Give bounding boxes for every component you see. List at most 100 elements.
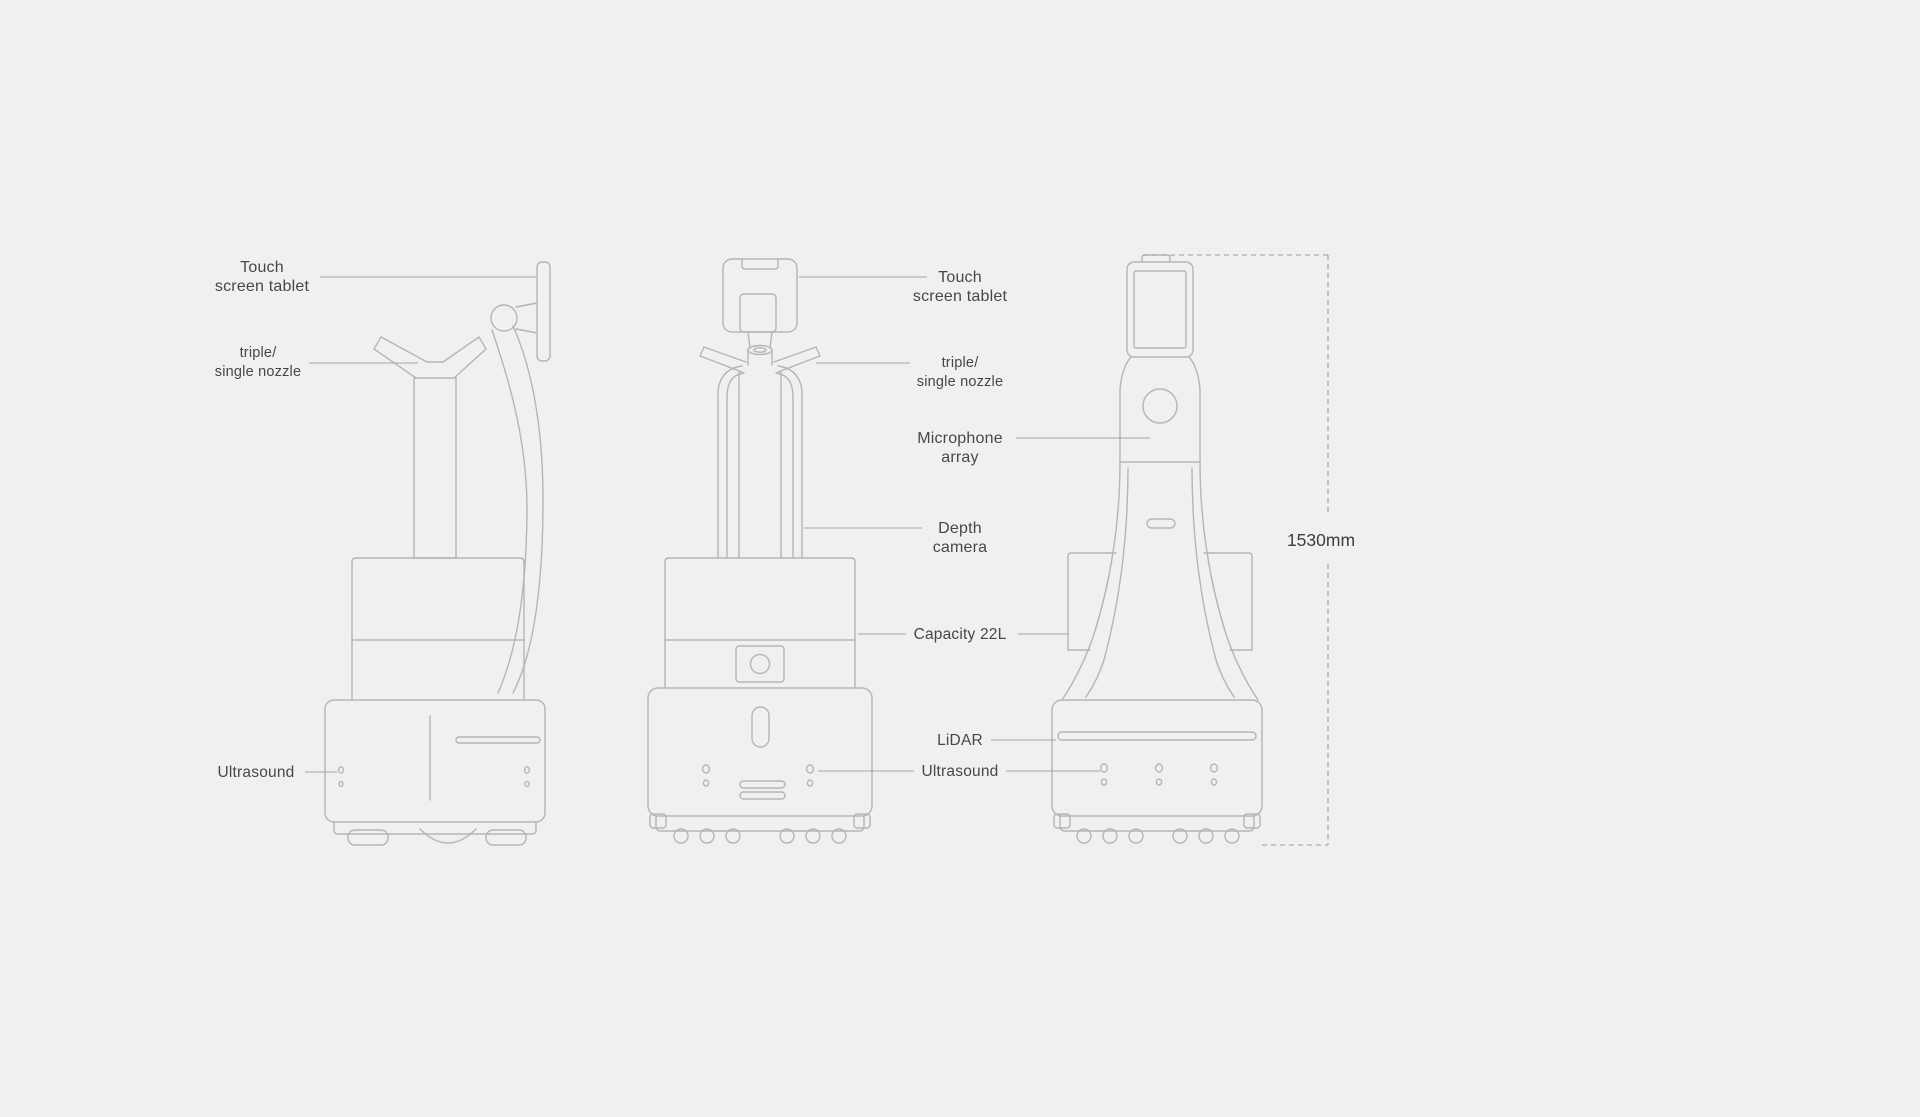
base-back (1051, 699, 1263, 817)
tablet-back (722, 258, 798, 333)
nozzle-wing (773, 346, 821, 373)
tank-side-edge (1067, 552, 1117, 651)
wheel (1198, 828, 1214, 844)
tablet-tab (1141, 254, 1171, 263)
side-view-drawing (324, 261, 551, 846)
dimension-lines (1143, 254, 1329, 846)
dimension-height-value: 1530mm (1280, 527, 1362, 553)
ultrasound-sensor (338, 780, 344, 788)
bumper (655, 815, 865, 832)
tablet-hinge (490, 304, 518, 332)
nozzle-side (442, 336, 487, 379)
fork-arm (717, 365, 743, 559)
tablet-front (1126, 261, 1194, 358)
tank-side-edge (1203, 552, 1253, 651)
ultrasound-sensor (524, 780, 530, 788)
label-depth-camera: Depth camera (932, 520, 988, 556)
label-microphone-array: Microphone array (917, 430, 1003, 466)
bumper-cap (1243, 813, 1261, 829)
bumper (333, 821, 537, 835)
base-sensor-slot (751, 706, 770, 748)
neck (769, 331, 773, 349)
camera-lens (749, 653, 771, 675)
leader-lines (305, 276, 1150, 773)
gooseneck-tube (512, 325, 544, 694)
label-lidar: LiDAR (937, 732, 983, 749)
gooseneck-tube (491, 329, 528, 694)
wheel (1128, 828, 1144, 844)
ultrasound-sensor (1210, 778, 1218, 786)
ultrasound-sensor (805, 764, 815, 774)
tablet-arm (515, 328, 538, 334)
ultrasound-sensor (701, 764, 711, 774)
lidar-slot (1057, 731, 1257, 741)
head-housing (1119, 356, 1132, 463)
camera-housing (735, 645, 785, 683)
caster-wheel (347, 829, 389, 846)
label-nozzle-mid: triple/ single nozzle (916, 355, 1004, 390)
ultrasound-sensor (337, 766, 345, 774)
pillar-contour (1199, 461, 1259, 701)
label-nozzle-left: triple/ single nozzle (214, 345, 302, 380)
tank-front (664, 557, 856, 689)
wheel (699, 828, 715, 844)
tablet-screen (1133, 270, 1187, 349)
wheel (831, 828, 847, 844)
head-housing (1188, 356, 1201, 463)
nozzle-cylinder (753, 347, 767, 353)
fork-arm (775, 372, 794, 559)
base-side (324, 699, 546, 823)
bumper (1059, 815, 1255, 832)
ultrasound-sensor (702, 779, 710, 787)
tablet-side-profile (536, 261, 551, 362)
label-ultrasound-mid: Ultrasound (921, 763, 999, 780)
pillar-inner-contour (1191, 467, 1235, 698)
tablet-notch (741, 259, 779, 270)
front-view-drawing (647, 258, 873, 844)
base-front (647, 687, 873, 817)
wheel (779, 828, 795, 844)
label-touch-screen-tablet-mid: Touch screen tablet (912, 269, 1008, 305)
ultrasound-sensor (806, 779, 814, 787)
ultrasound-sensor (1099, 763, 1109, 773)
neck (747, 331, 751, 349)
vent-slot (739, 791, 786, 800)
bumper-cap (1053, 813, 1071, 829)
depth-camera-slot (1146, 518, 1176, 529)
back-view-drawing (1051, 254, 1263, 844)
microphone-array-ring (1142, 388, 1178, 424)
label-touch-screen-tablet-left: Touch screen tablet (214, 259, 310, 295)
drive-wheel (419, 828, 477, 844)
caster-wheel (485, 829, 527, 846)
ultrasound-sensor (523, 766, 531, 774)
tablet-bracket (739, 293, 777, 333)
lidar-slot-side (455, 736, 541, 744)
wheel (1076, 828, 1092, 844)
bumper-cap (649, 813, 667, 829)
wheel (673, 828, 689, 844)
ultrasound-sensor (1154, 763, 1164, 773)
ultrasound-sensor (1100, 778, 1108, 786)
wheel (1224, 828, 1240, 844)
ultrasound-sensor (1209, 763, 1219, 773)
wheel (725, 828, 741, 844)
label-capacity: Capacity 22L (913, 626, 1007, 643)
wheel (1102, 828, 1118, 844)
pillar-contour (1061, 461, 1121, 701)
nozzle-side (373, 336, 428, 379)
wheel (805, 828, 821, 844)
pillar-inner-contour (1085, 467, 1129, 698)
wheel (1172, 828, 1188, 844)
vent-slot (739, 780, 786, 789)
nozzle-cylinder (747, 344, 773, 356)
tank-side (351, 557, 525, 701)
label-ultrasound-left: Ultrasound (217, 764, 295, 781)
bumper-cap (853, 813, 871, 829)
spray-column-side (413, 377, 457, 559)
ultrasound-sensor (1155, 778, 1163, 786)
nozzle-wing (699, 346, 747, 373)
tablet-arm (515, 302, 538, 308)
fork-arm (726, 372, 745, 559)
